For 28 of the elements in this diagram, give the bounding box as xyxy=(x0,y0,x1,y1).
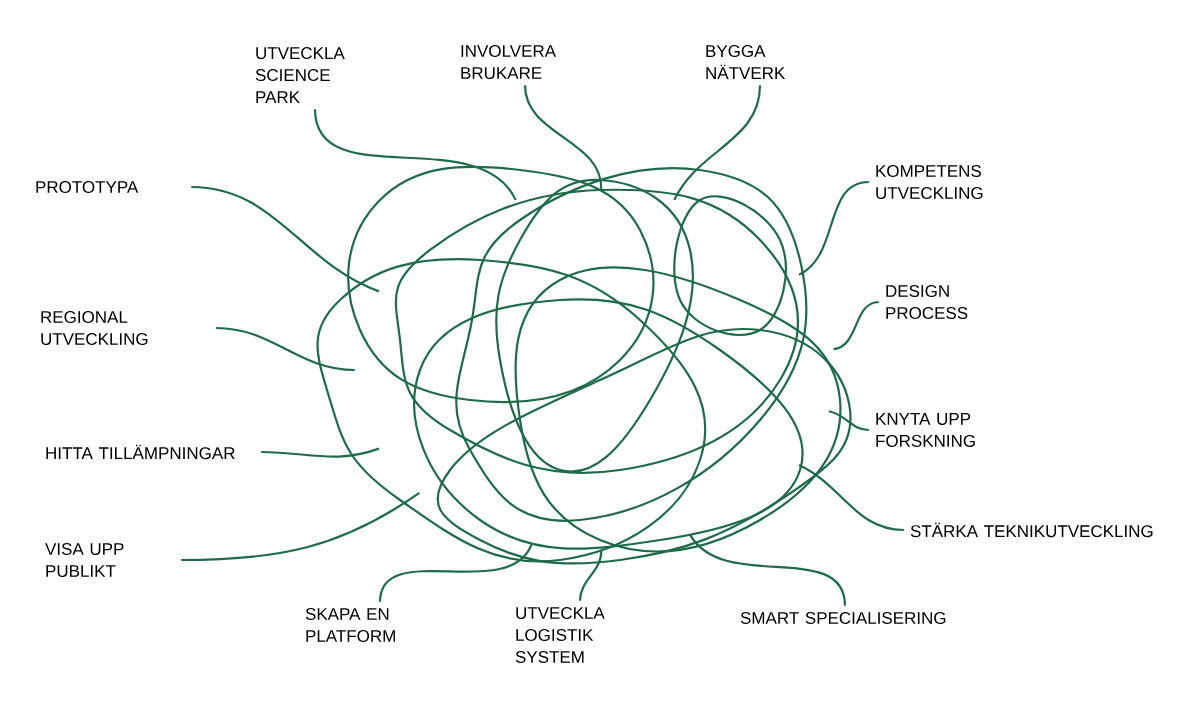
connector-line xyxy=(378,543,533,602)
connector-line xyxy=(673,85,762,201)
label-text: REGIONAL UTVECKLING xyxy=(41,310,148,345)
connector-line xyxy=(216,326,355,372)
label-text: INVOLVERA BRUKARE xyxy=(461,44,557,79)
label-text: SKAPA EN PLATFORM xyxy=(305,607,395,642)
connector-line xyxy=(523,85,603,190)
label-text: UTVECKLA LOGISTIK SYSTEM xyxy=(515,606,605,663)
connector-line xyxy=(828,410,869,432)
label-text: DESIGN PROCESS xyxy=(886,284,968,319)
connector-line xyxy=(578,550,603,601)
connector-line xyxy=(191,185,380,293)
scribble-drawing xyxy=(316,165,852,565)
label-text: KOMPETENS UTVECKLING xyxy=(876,164,983,199)
label-text: UTVECKLA SCIENCE PARK xyxy=(255,47,345,103)
connector-line xyxy=(798,464,904,532)
connector-line xyxy=(798,180,869,276)
label-text: KNYTA UPP FORSKNING xyxy=(876,413,975,447)
label-text: BYGGA NÄTVERK xyxy=(706,45,786,79)
connector-line xyxy=(833,300,879,351)
label-text: VISA UPP PUBLIKT xyxy=(45,542,124,577)
connector-line xyxy=(261,447,380,458)
connector-line xyxy=(313,108,517,201)
label-text: PROTOTYPA xyxy=(36,180,139,193)
connector-line xyxy=(181,492,421,562)
label-text: STÄRKA TEKNIKUTVECKLING xyxy=(910,522,1153,538)
label-text: HITTA TILLÄMPNINGAR xyxy=(46,444,235,460)
label-text: SMART SPECIALISERING xyxy=(740,611,946,624)
